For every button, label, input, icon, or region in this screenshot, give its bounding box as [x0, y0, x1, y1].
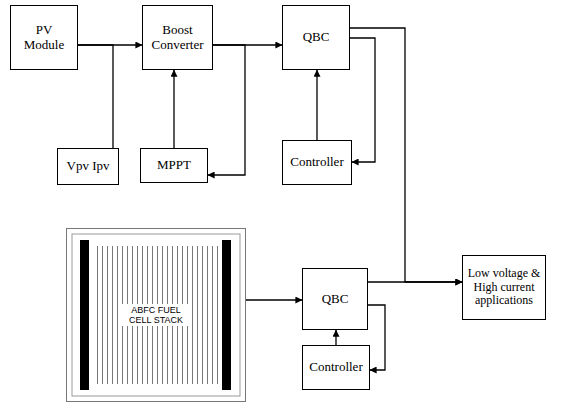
connector-line: [246, 299, 302, 300]
connector-line: [78, 45, 113, 148]
source-box: PV Module: [10, 5, 78, 70]
fuel-cell-stack: ABFC FUEL CELL STACK: [66, 228, 246, 402]
node-label: ABFC FUEL CELL STACK: [121, 304, 191, 327]
connector-line: [173, 70, 174, 148]
mppt-box: MPPT: [140, 148, 208, 183]
node-label: Boost Converter: [146, 23, 209, 53]
node-label: Vpv Ipv: [67, 159, 110, 174]
converter-box: QBC: [302, 268, 368, 330]
node-label: PV Module: [14, 23, 74, 53]
node-label: MPPT: [157, 158, 191, 173]
connector-line: [335, 330, 336, 345]
connector-line: [368, 281, 462, 282]
connector-line: [350, 38, 375, 162]
converter-box: Boost Converter: [142, 5, 213, 70]
node-label: Controller: [309, 360, 362, 375]
node-label: Controller: [290, 155, 343, 170]
stack-cells: [94, 246, 218, 384]
stack-inner-frame: [72, 234, 240, 396]
end-plate: [222, 240, 231, 390]
connector-line: [316, 70, 317, 140]
node-label: QBC: [303, 30, 330, 45]
converter-box: QBC: [282, 5, 350, 70]
controller-box: Controller: [302, 345, 370, 390]
connector-line: [208, 45, 245, 175]
load-box: Low voltage & High current applications: [462, 255, 546, 320]
node-label: Low voltage & High current applications: [466, 267, 542, 308]
connector-line: [350, 28, 462, 282]
connector-line: [368, 305, 385, 370]
sensor-box: Vpv Ipv: [57, 148, 119, 185]
controller-box: Controller: [282, 140, 352, 185]
node-label: QBC: [322, 292, 349, 307]
end-plate: [80, 240, 89, 390]
